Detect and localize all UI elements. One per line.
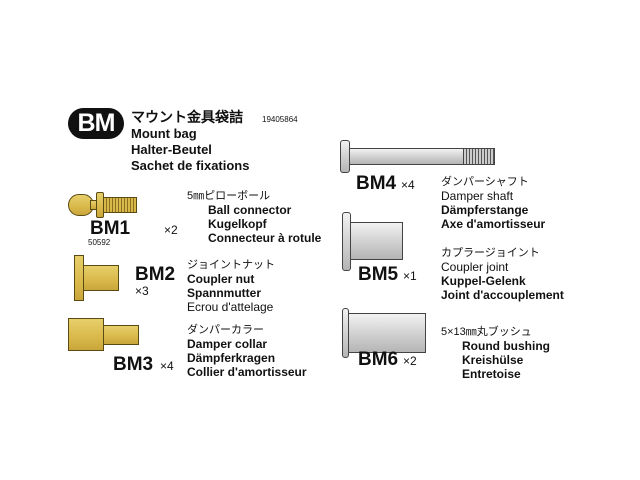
title-jp: マウント金具袋詰	[131, 109, 243, 125]
bm6-jp: 5×13㎜丸ブッシュ	[441, 326, 532, 338]
bm6-qty: ×2	[403, 354, 417, 368]
bm1-code: 50592	[88, 238, 111, 247]
bm1-fr: Connecteur à rotule	[208, 231, 322, 245]
bm5-en: Coupler joint	[441, 260, 509, 274]
bm6-round-bushing-image	[342, 308, 427, 358]
bm5-fr: Joint d'accouplement	[441, 288, 564, 302]
bm3-fr: Collier d'amortisseur	[187, 365, 307, 379]
bm3-de: Dämpferkragen	[187, 351, 276, 365]
bm1-label: BM1	[90, 218, 131, 239]
title-de: Halter-Beutel	[131, 142, 212, 157]
bm4-label: BM4	[356, 173, 397, 194]
bag-badge: BM	[68, 108, 124, 139]
title-en: Mount bag	[131, 126, 197, 141]
bm3-label: BM3	[113, 354, 154, 375]
bm3-jp: ダンパーカラー	[187, 324, 264, 336]
bm5-de: Kuppel-Gelenk	[441, 274, 526, 288]
bm1-de: Kugelkopf	[208, 217, 267, 231]
bm2-jp: ジョイントナット	[187, 259, 275, 271]
bm5-qty: ×1	[403, 269, 417, 283]
bm2-en: Coupler nut	[187, 272, 255, 286]
part-number: 19405864	[262, 115, 298, 124]
bm2-coupler-nut-image	[74, 255, 120, 301]
bm2-label: BM2	[135, 264, 176, 285]
bm5-label: BM5	[358, 264, 399, 285]
bm2-de: Spannmutter	[187, 286, 262, 300]
bm2-fr: Ecrou d'attelage	[187, 300, 274, 314]
bm4-qty: ×4	[401, 178, 415, 192]
bm1-en: Ball connector	[208, 203, 292, 217]
bm6-de: Kreishülse	[462, 353, 524, 367]
bm3-qty: ×4	[160, 359, 174, 373]
bm6-label: BM6	[358, 349, 399, 370]
bm4-damper-shaft-image	[340, 140, 496, 173]
bm3-damper-collar-image	[68, 318, 140, 351]
bm6-fr: Entretoise	[462, 367, 521, 381]
bm1-ball-connector-image	[68, 190, 138, 222]
bm5-jp: カプラージョイント	[441, 247, 540, 259]
bm1-jp: 5㎜ピローボール	[187, 190, 271, 202]
bm3-en: Damper collar	[187, 337, 268, 351]
bm1-qty: ×2	[164, 223, 178, 237]
bm4-jp: ダンパーシャフト	[441, 176, 529, 188]
bm5-coupler-joint-image	[342, 212, 404, 271]
bm4-de: Dämpferstange	[441, 203, 529, 217]
title-fr: Sachet de fixations	[131, 158, 250, 173]
bm2-qty: ×3	[135, 284, 149, 298]
bm4-en: Damper shaft	[441, 189, 514, 203]
bm4-fr: Axe d'amortisseur	[441, 217, 546, 231]
bm6-en: Round bushing	[462, 339, 550, 353]
